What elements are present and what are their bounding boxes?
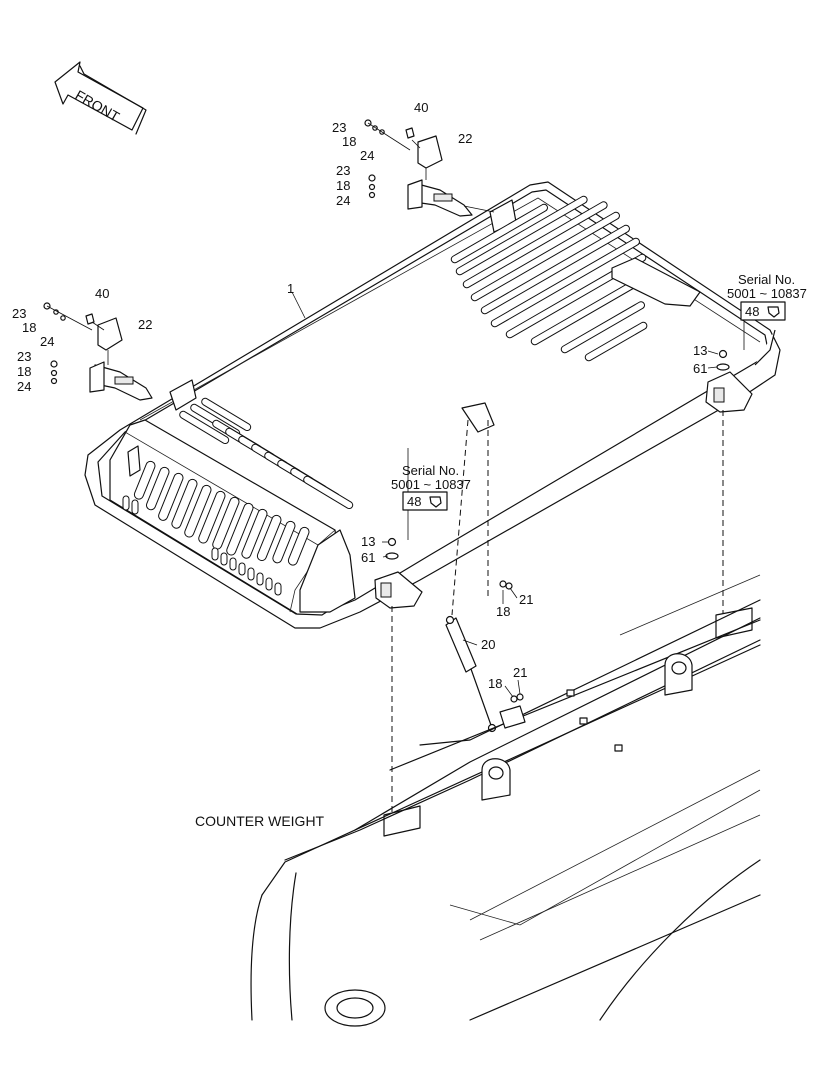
callout-21-upper: 21: [519, 592, 533, 607]
callout-1: 1: [287, 281, 294, 296]
callout-13-right: 13: [693, 343, 707, 358]
left-latch-assembly: [43, 302, 153, 401]
serial-note-center: Serial No. 5001 ~ 10837 48: [391, 463, 471, 511]
callout-24-top-b: 24: [336, 193, 350, 208]
callout-18-left-b: 18: [17, 364, 31, 379]
callout-22-left: 22: [138, 317, 152, 332]
callout-40-top: 40: [414, 100, 428, 115]
callout-24-left-b: 24: [17, 379, 31, 394]
vent-group-side: [122, 445, 310, 596]
vent-group-front: [179, 397, 354, 510]
callout-23-top-a: 23: [332, 120, 346, 135]
callout-61-center: 61: [361, 550, 375, 565]
callout-18-upper: 18: [496, 604, 510, 619]
vent-group-rear: [450, 195, 701, 362]
serial-note-right: Serial No. 5001 ~ 10837 48: [727, 272, 807, 321]
callout-18-lower: 18: [488, 676, 502, 691]
top-latch-assembly: [364, 119, 495, 217]
serial-title-center: Serial No.: [402, 463, 459, 478]
callout-18-left-a: 18: [22, 320, 36, 335]
callout-48-center: 48: [407, 494, 421, 509]
middle-hinge: [374, 537, 423, 837]
callout-18-top-a: 18: [342, 134, 356, 149]
right-hinge: [705, 349, 753, 639]
callout-48-right: 48: [745, 304, 759, 319]
front-arrow: FRONT: [54, 61, 147, 135]
callout-numbers: 1 40 23 18 24 22 23 18 24 40 23 18 24 22…: [12, 100, 707, 691]
engine-hood-cover: [84, 181, 781, 629]
callout-40-left: 40: [95, 286, 109, 301]
counter-weight: [250, 329, 776, 1027]
callout-22-top: 22: [458, 131, 472, 146]
callout-18-top-b: 18: [336, 178, 350, 193]
serial-title-right: Serial No.: [738, 272, 795, 287]
counter-weight-label: COUNTER WEIGHT: [195, 813, 325, 829]
callout-24-left-a: 24: [40, 334, 54, 349]
callout-21-lower: 21: [513, 665, 527, 680]
serial-range-center: 5001 ~ 10837: [391, 477, 471, 492]
callout-24-top-a: 24: [360, 148, 374, 163]
serial-range-right: 5001 ~ 10837: [727, 286, 807, 301]
callout-20: 20: [481, 637, 495, 652]
callout-23-left-b: 23: [17, 349, 31, 364]
callout-leaders: [291, 291, 745, 698]
callout-61-right: 61: [693, 361, 707, 376]
callout-23-left-a: 23: [12, 306, 26, 321]
callout-13-center: 13: [361, 534, 375, 549]
callout-23-top-b: 23: [336, 163, 350, 178]
